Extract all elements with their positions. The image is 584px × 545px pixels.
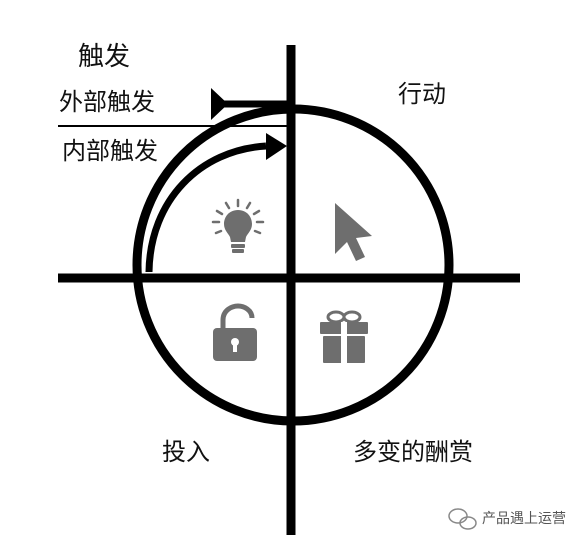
action-label: 行动 [398, 80, 446, 108]
cursor-arrow-icon [335, 203, 372, 261]
variable-reward-label: 多变的酬赏 [353, 438, 473, 466]
investment-label: 投入 [162, 438, 210, 466]
watermark-text: 产品遇上运营 [482, 511, 566, 527]
internal-trigger-arc [145, 142, 267, 273]
internal-trigger-label: 内部触发 [62, 137, 158, 165]
external-trigger-arrow [211, 88, 292, 120]
trigger-label: 触发 [78, 42, 131, 72]
lightbulb-icon [211, 198, 265, 253]
gift-box-icon [320, 310, 368, 363]
external-trigger-label: 外部触发 [59, 88, 155, 116]
padlock-icon [213, 303, 257, 361]
wechat-icon [448, 508, 477, 530]
internal-trigger-arrowhead [266, 133, 287, 160]
